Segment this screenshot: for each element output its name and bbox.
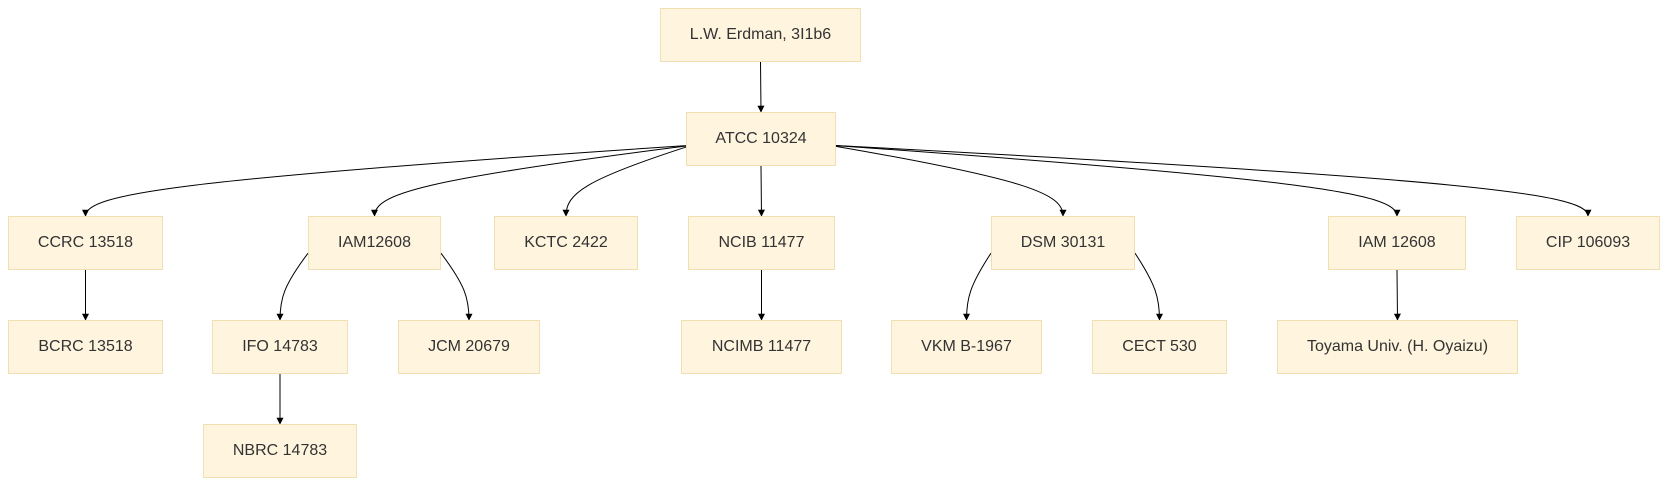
node-atcc: ATCC 10324 <box>686 112 836 166</box>
node-dsm: DSM 30131 <box>991 216 1135 270</box>
node-ccrc: CCRC 13518 <box>8 216 163 270</box>
edge-atcc-to-dsm <box>835 145 1067 217</box>
node-jcm: JCM 20679 <box>398 320 540 374</box>
edge-atcc-to-ccrc <box>82 145 687 217</box>
node-ncib: NCIB 11477 <box>688 216 835 270</box>
node-ncimb: NCIMB 11477 <box>681 320 842 374</box>
edge-atcc-to-iam12608a <box>371 145 687 217</box>
node-vkm: VKM B-1967 <box>891 320 1042 374</box>
node-bcrc: BCRC 13518 <box>8 320 163 374</box>
node-ifo: IFO 14783 <box>212 320 348 374</box>
node-kctc: KCTC 2422 <box>494 216 638 270</box>
edge-atcc-to-iam12608b <box>835 145 1401 217</box>
node-toyama: Toyama Univ. (H. Oyaizu) <box>1277 320 1518 374</box>
edge-atcc-to-cip <box>835 144 1592 217</box>
edge-iam12608a-to-jcm <box>440 252 473 321</box>
edge-iam12608a-to-ifo <box>276 252 309 321</box>
node-root: L.W. Erdman, 3I1b6 <box>660 8 861 62</box>
node-cip: CIP 106093 <box>1516 216 1660 270</box>
node-cect: CECT 530 <box>1092 320 1227 374</box>
node-iam12608-b: IAM 12608 <box>1328 216 1466 270</box>
edge-atcc-to-ncib <box>757 165 765 217</box>
edge-dsm-to-cect <box>1134 252 1163 321</box>
edge-dsm-to-vkm <box>963 252 992 321</box>
edge-root-to-atcc <box>757 61 765 113</box>
edge-iam12608b-to-toyama <box>1393 269 1401 321</box>
edge-atcc-to-kctc <box>562 146 687 217</box>
node-iam12608-a: IAM12608 <box>308 216 441 270</box>
node-nbrc: NBRC 14783 <box>203 424 357 478</box>
